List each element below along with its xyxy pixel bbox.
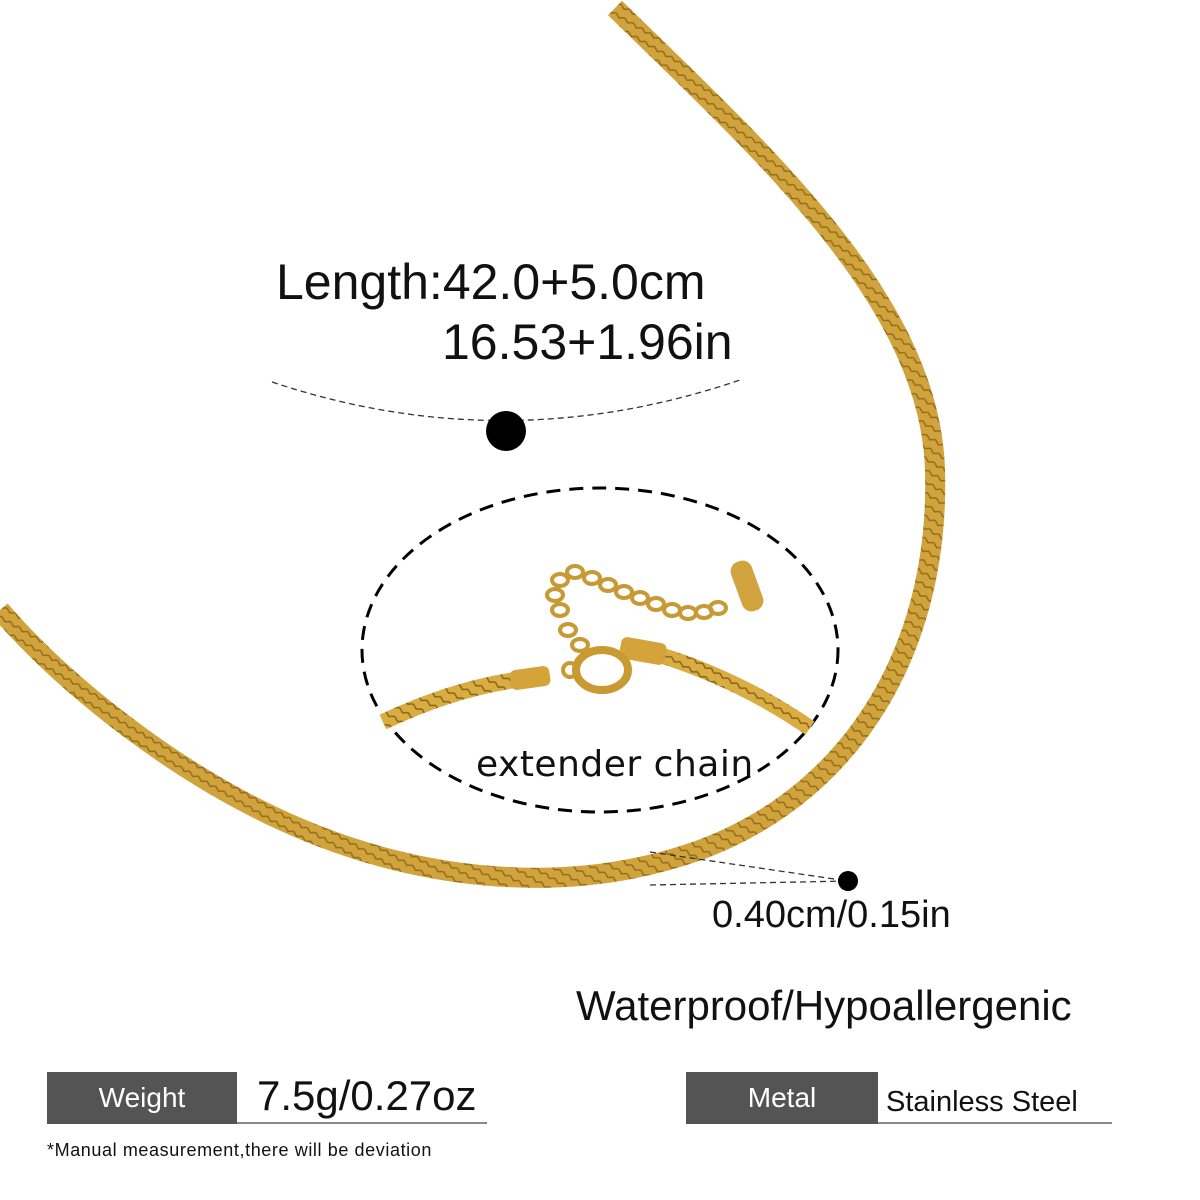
spec-metal: Metal Stainless Steel <box>686 1072 1112 1124</box>
spec-metal-value: Stainless Steel <box>878 1072 1112 1124</box>
measurement-footnote: *Manual measurement,there will be deviat… <box>47 1140 432 1160</box>
length-cm-label: Length:42.0+5.0cm <box>276 254 706 310</box>
spec-weight: Weight 7.5g/0.27oz <box>47 1072 487 1124</box>
width-label: 0.40cm/0.15in <box>712 894 951 936</box>
dot-marker-icon <box>486 411 526 451</box>
extender-chain-label: extender chain <box>476 744 754 785</box>
length-in-label: 16.53+1.96in <box>442 314 733 370</box>
necklace-chain <box>0 0 946 888</box>
spec-weight-value: 7.5g/0.27oz <box>237 1072 487 1124</box>
spec-weight-label: Weight <box>47 1072 237 1124</box>
dashed-ellipse-icon <box>360 486 840 814</box>
features-label: Waterproof/Hypoallergenic <box>576 982 1072 1029</box>
spec-metal-label: Metal <box>686 1072 878 1124</box>
dot-marker-icon <box>838 871 858 891</box>
